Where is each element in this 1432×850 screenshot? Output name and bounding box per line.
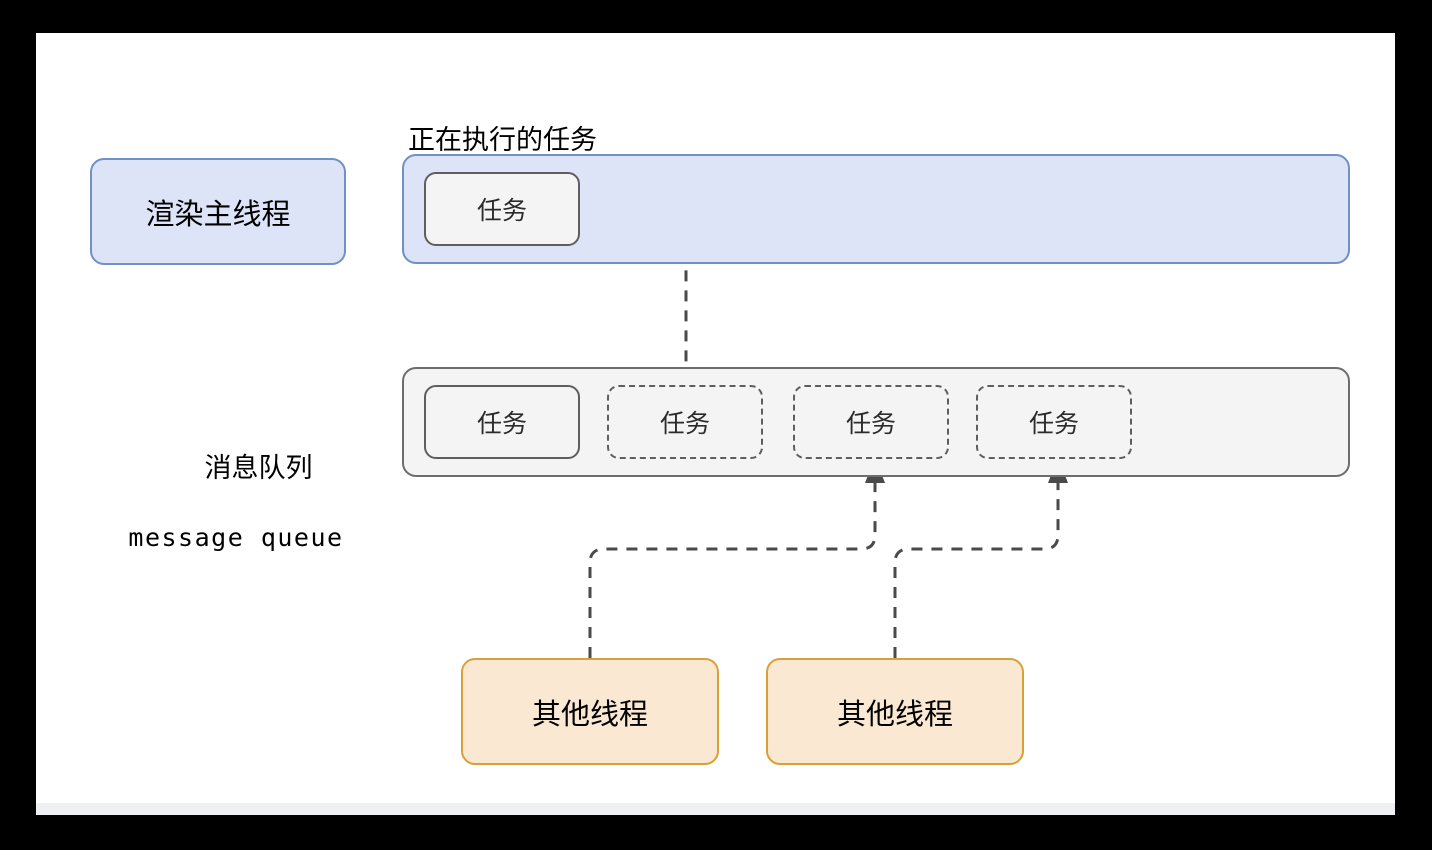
- queue-task-chip-2[interactable]: 任务: [607, 385, 763, 459]
- other-thread-box-1-label: 其他线程: [531, 698, 648, 731]
- queue-task-chip-3-label: 任务: [845, 410, 896, 438]
- queue-task-chip-2-label: 任务: [659, 410, 710, 438]
- connector-thread-a-to-queue: [588, 483, 877, 658]
- message-queue-caption: 消息队列 message queue: [66, 416, 406, 623]
- message-queue-caption-cn: 消息队列: [204, 452, 313, 483]
- queue-task-chip-1-label: 任务: [476, 410, 527, 438]
- render-main-thread-label: 渲染主线程: [145, 198, 291, 231]
- message-queue-caption-en: message queue: [128, 522, 344, 552]
- queue-task-chip-4[interactable]: 任务: [976, 385, 1132, 459]
- render-main-thread-label-box[interactable]: 渲染主线程: [90, 158, 346, 265]
- other-thread-box-1[interactable]: 其他线程: [461, 658, 719, 765]
- queue-task-chip-3[interactable]: 任务: [793, 385, 949, 459]
- canvas-bottom-strip: [36, 803, 1395, 815]
- running-task-chip[interactable]: 任务: [424, 172, 580, 246]
- queue-task-chip-4-label: 任务: [1028, 410, 1079, 438]
- running-task-caption: 正在执行的任务: [408, 125, 597, 155]
- other-thread-box-2[interactable]: 其他线程: [766, 658, 1024, 765]
- queue-task-chip-1[interactable]: 任务: [424, 385, 580, 459]
- running-task-chip-label: 任务: [476, 197, 527, 225]
- diagram-canvas: 正在执行的任务 消息队列 message queue 渲染主线程 任务 任务 任…: [36, 33, 1395, 815]
- connector-thread-b-to-queue: [893, 483, 1060, 658]
- other-thread-box-2-label: 其他线程: [836, 698, 953, 731]
